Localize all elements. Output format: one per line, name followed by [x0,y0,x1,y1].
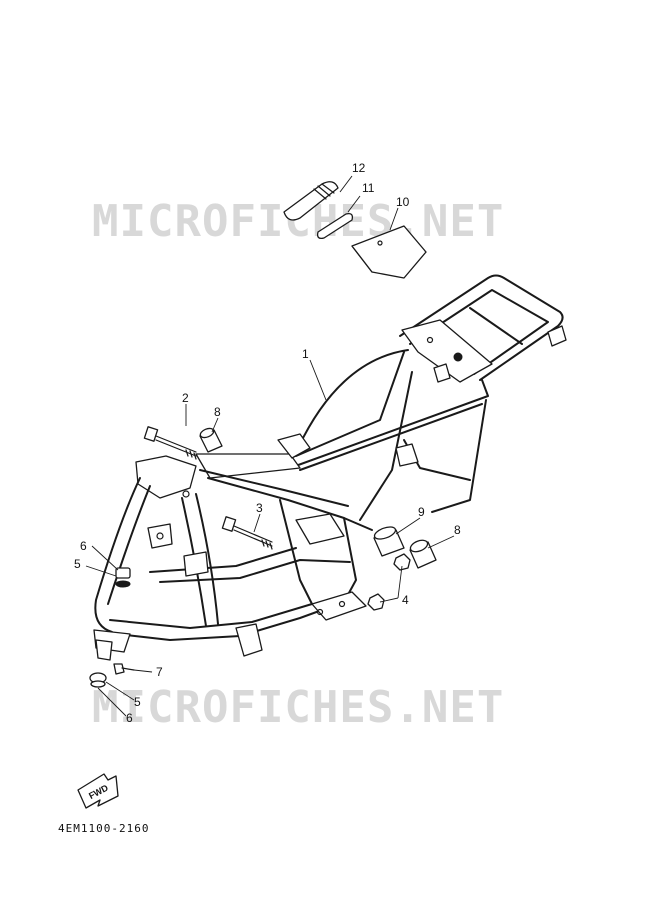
callout-6-bottom: 6 [126,711,133,725]
collar-upper [199,427,223,453]
callout-12: 12 [352,161,366,175]
callout-11: 11 [362,181,375,195]
case [351,225,427,279]
damper-left-top [115,567,131,588]
collar-right [409,539,437,569]
strap-small [316,212,354,240]
fwd-arrow-icon: FWD [77,773,119,809]
main-frame [93,274,567,661]
watermark-bottom: MICROFICHES.NET [92,682,504,733]
callout-10: 10 [396,195,410,209]
callout-5-bottom: 5 [134,695,141,709]
callout-7: 7 [156,665,163,679]
bolt-upper [143,426,197,460]
bolt-lower [221,516,273,550]
callout-3: 3 [256,501,263,515]
reference-code: 4EM1100-2160 [58,822,149,835]
nut-upper [393,553,411,571]
collar-mid [373,526,405,557]
callout-5-top: 5 [74,557,81,571]
callout-4: 4 [402,593,409,607]
strap-large [283,181,339,221]
callout-9: 9 [418,505,425,519]
damper-left-bottom [89,672,107,688]
callout-8-right: 8 [454,523,461,537]
callout-6-top: 6 [80,539,87,553]
nut-lower [367,593,385,611]
bolt-small [113,663,135,675]
callout-2: 2 [182,391,189,405]
callout-8-upper: 8 [214,405,221,419]
callout-1: 1 [302,347,309,361]
